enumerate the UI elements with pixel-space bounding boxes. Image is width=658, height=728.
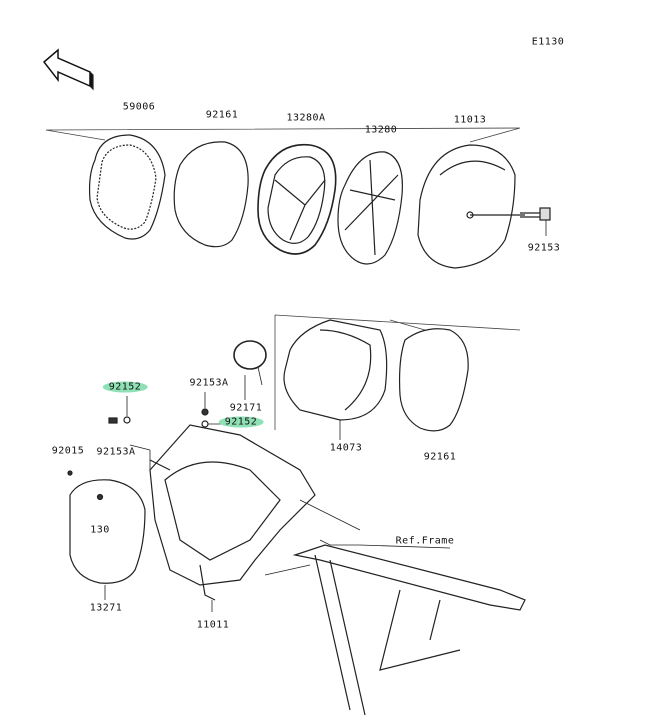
part-92161-gasket-2 xyxy=(398,328,469,432)
part-label-92152-highlighted-2[interactable]: 92152 xyxy=(218,416,264,428)
part-label-59006[interactable]: 59006 xyxy=(122,101,156,113)
part-label-11011[interactable]: 11011 xyxy=(196,619,230,631)
part-label-13280A[interactable]: 13280A xyxy=(286,112,326,124)
part-59006-screen xyxy=(88,134,166,240)
part-92161-gasket xyxy=(173,141,249,248)
ref-frame-label: Ref.Frame xyxy=(395,535,455,547)
part-11013-cover xyxy=(417,144,525,269)
diagram-code: E1130 xyxy=(531,36,565,48)
part-13280A-cage xyxy=(257,143,337,255)
part-label-92153A[interactable]: 92153A xyxy=(189,377,229,389)
part-label-92161-2[interactable]: 92161 xyxy=(423,451,457,463)
part-label-92153[interactable]: 92153 xyxy=(527,242,561,254)
part-label-92015[interactable]: 92015 xyxy=(51,445,85,457)
part-label-92161[interactable]: 92161 xyxy=(205,109,239,121)
part-label-92171[interactable]: 92171 xyxy=(229,402,263,414)
fasteners xyxy=(67,392,228,501)
front-arrow-icon xyxy=(42,48,94,91)
part-label-13271[interactable]: 13271 xyxy=(89,602,123,614)
part-label-92153A-2[interactable]: 92153A xyxy=(96,446,136,458)
part-label-13280[interactable]: 13280 xyxy=(364,124,398,136)
part-13280-frame xyxy=(337,151,403,265)
part-14073-duct xyxy=(283,319,388,440)
part-label-130[interactable]: 130 xyxy=(90,524,110,536)
part-11011-airbox xyxy=(149,424,316,612)
part-label-14073[interactable]: 14073 xyxy=(329,442,363,454)
reference-frame xyxy=(264,499,526,716)
part-92153-bolt xyxy=(520,207,551,236)
part-label-11013[interactable]: 11013 xyxy=(453,114,487,126)
part-92171-clamp xyxy=(233,340,267,400)
part-label-92152-highlighted[interactable]: 92152 xyxy=(102,381,148,393)
part-13271-plate xyxy=(69,479,146,584)
